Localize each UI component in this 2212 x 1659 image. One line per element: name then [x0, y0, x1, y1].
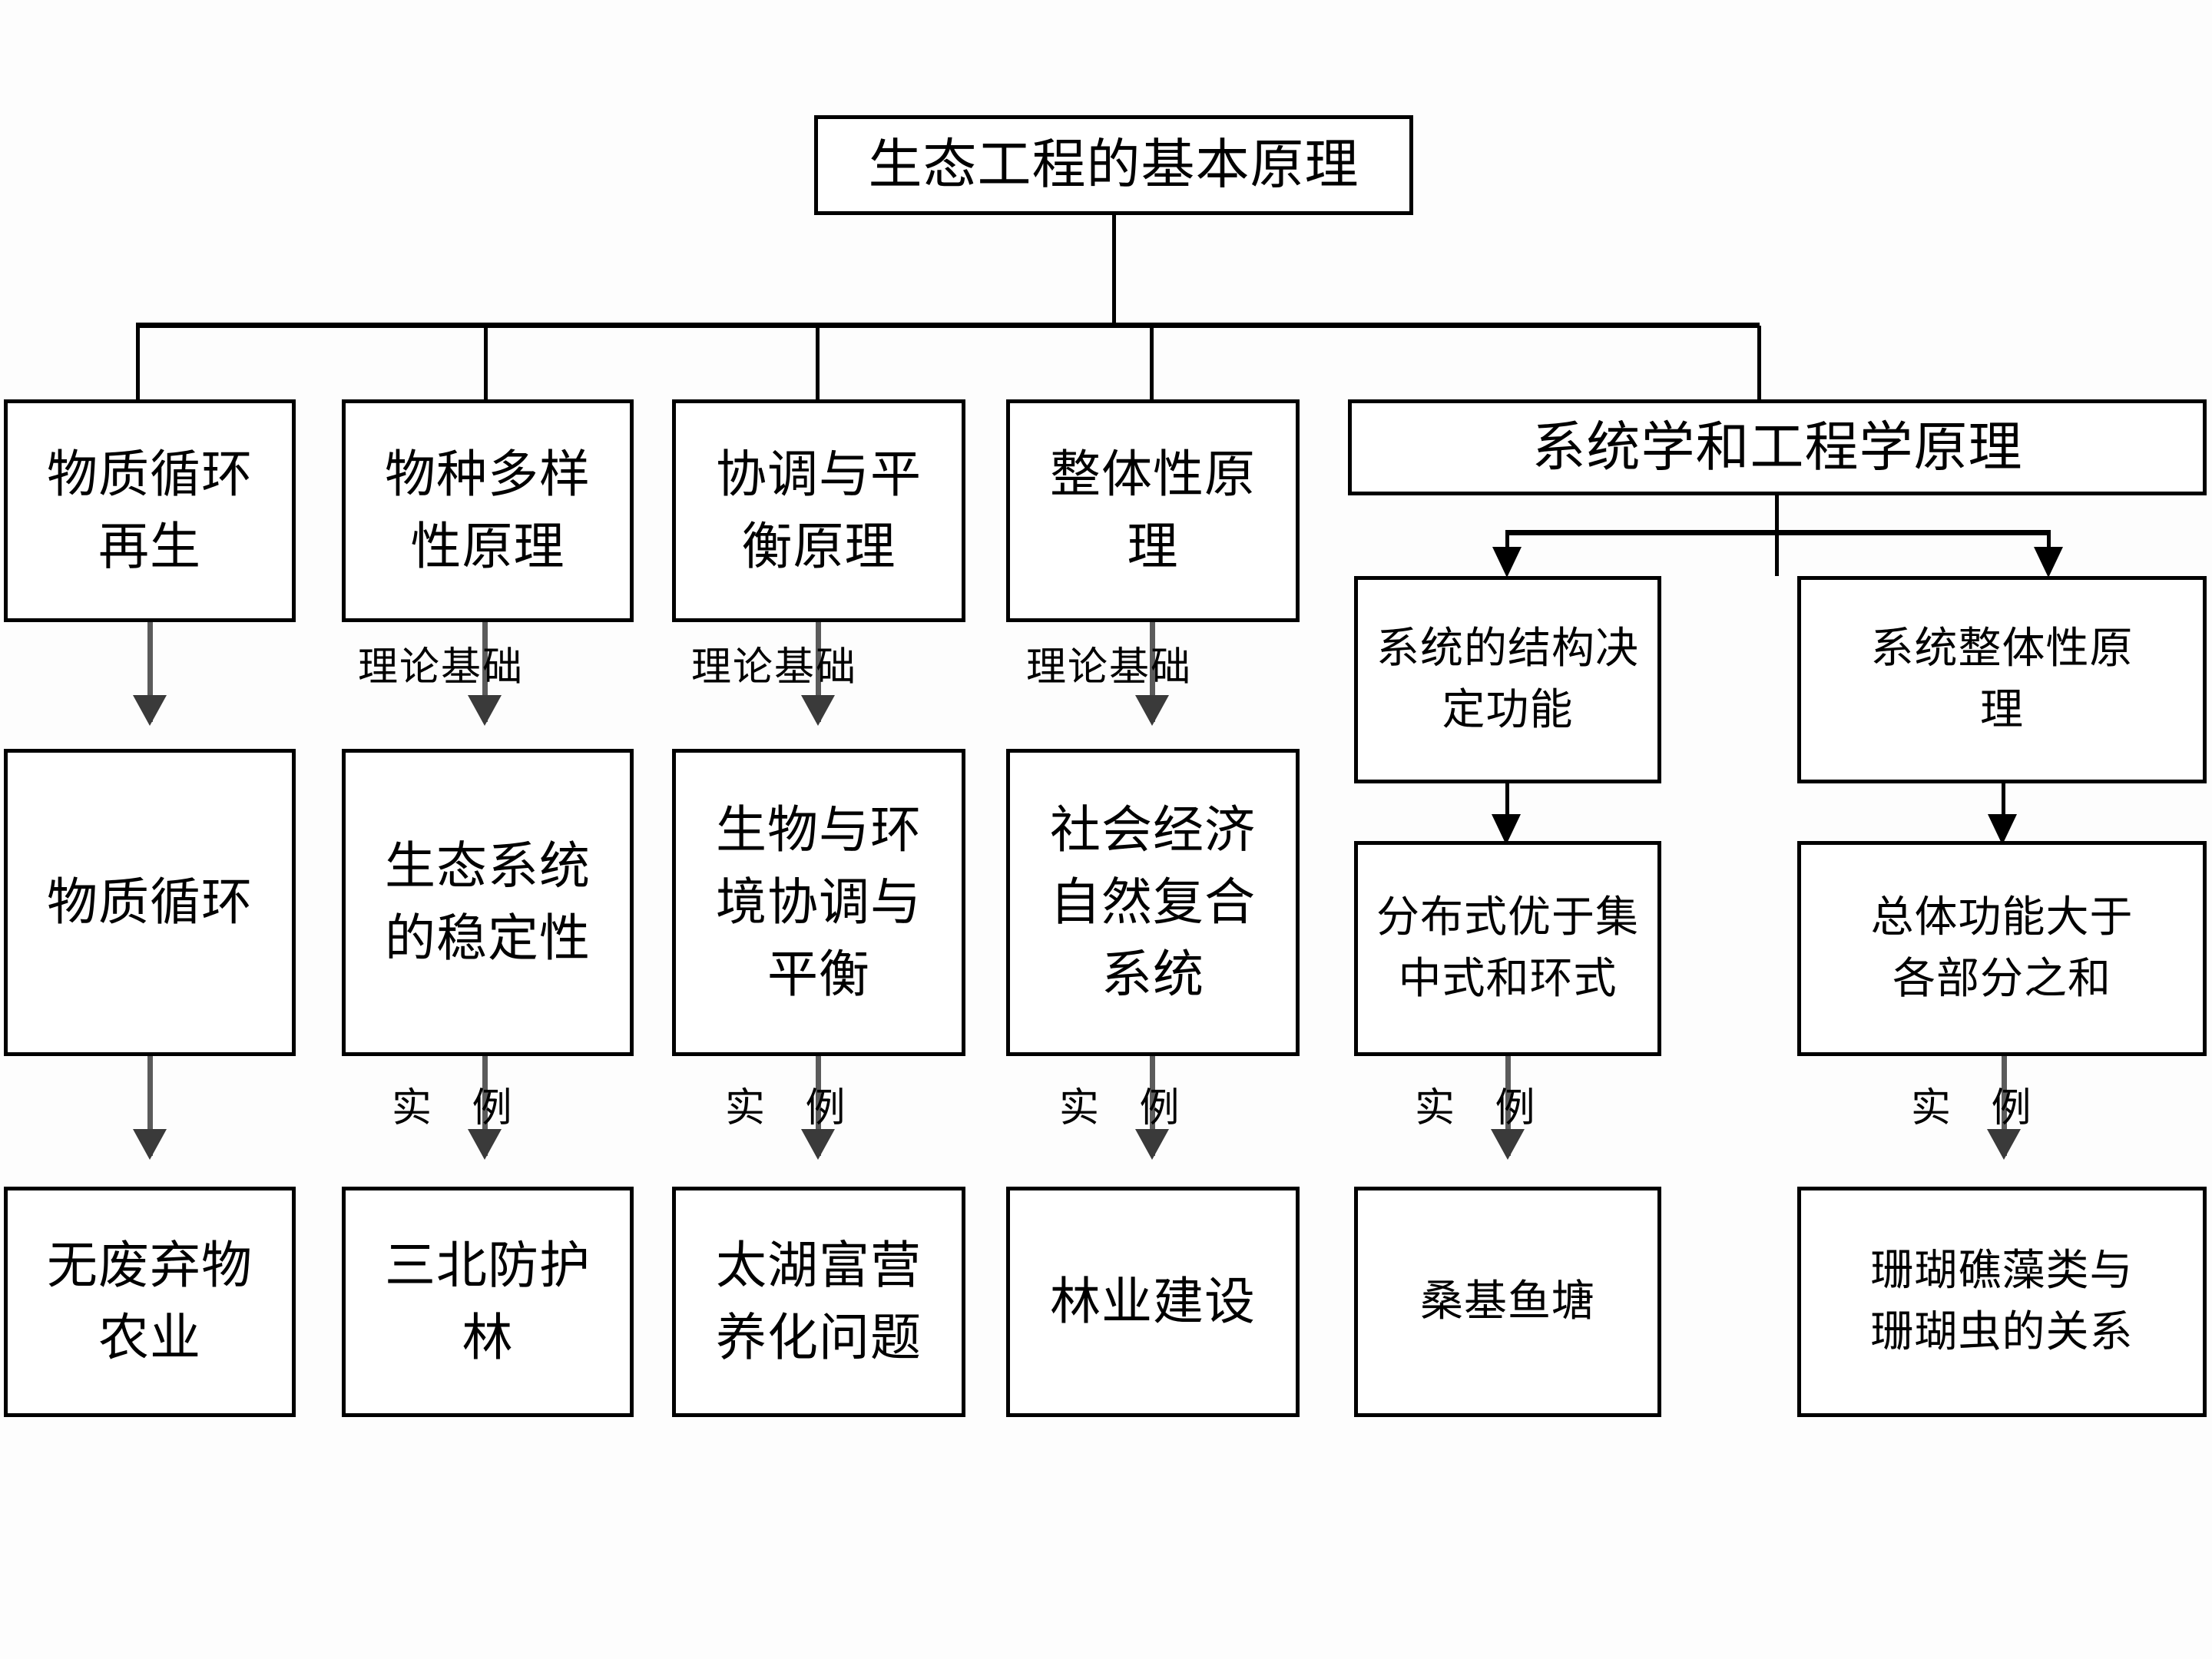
theory-label-4: 社会经济 自然复合 系统 [1050, 800, 1256, 1004]
branch-connector-3 [816, 326, 820, 452]
branch-connector-2 [484, 326, 488, 452]
edge-label-theory-basis-2: 理论基础 [358, 644, 525, 690]
example-node-4[interactable]: 林业建设 [1006, 1187, 1300, 1417]
theory-node-5[interactable]: 分布式优于集 中式和环式 [1354, 841, 1661, 1056]
theory-label-2: 生态系统 的稳定性 [385, 836, 591, 968]
theory-node-4[interactable]: 社会经济 自然复合 系统 [1006, 749, 1300, 1056]
systems-stem-connector [1775, 495, 1779, 576]
edge-label-theory-basis-4: 理论基础 [1026, 644, 1193, 690]
theory-arrow-1 [133, 695, 167, 726]
root-stem-connector [1112, 215, 1116, 326]
mechanism-connector-5 [1505, 783, 1509, 837]
principle-label-2: 物种多样 性原理 [385, 445, 591, 576]
edge-label-theory-basis-3: 理论基础 [691, 644, 858, 690]
systems-branch-arrow-right [2034, 547, 2063, 578]
example-node-6[interactable]: 珊瑚礁藻类与 珊瑚虫的关系 [1797, 1187, 2207, 1417]
sub-principle-label-2: 系统整体性原 理 [1870, 624, 2134, 735]
theory-node-2[interactable]: 生态系统 的稳定性 [342, 749, 634, 1056]
principle-node-3[interactable]: 协调与平 衡原理 [672, 399, 965, 622]
theory-label-1: 物质循环 [47, 873, 253, 932]
edge-label-example-3: 实 例 [725, 1085, 859, 1131]
mechanism-arrow-6 [1988, 814, 2017, 845]
theory-connector-4 [1150, 622, 1155, 722]
edge-label-example-6: 实 例 [1911, 1085, 2045, 1131]
theory-node-6[interactable]: 总体功能大于 各部分之和 [1797, 841, 2207, 1056]
example-label-5: 桑基鱼塘 [1420, 1277, 1595, 1327]
edge-label-example-2: 实 例 [392, 1085, 526, 1131]
principles-distribution-bar [136, 323, 1760, 328]
principle-node-2[interactable]: 物种多样 性原理 [342, 399, 634, 622]
example-connector-3 [816, 1056, 821, 1156]
example-label-4: 林业建设 [1050, 1272, 1256, 1332]
branch-connector-4 [1150, 326, 1154, 452]
example-arrow-1 [133, 1129, 167, 1160]
example-arrow-3 [801, 1129, 835, 1160]
principle-label-5: 系统学和工程学原理 [1532, 415, 2023, 478]
principle-label-4: 整体性原 理 [1050, 445, 1256, 576]
theory-node-1[interactable]: 物质循环 [4, 749, 296, 1056]
principle-node-4[interactable]: 整体性原 理 [1006, 399, 1300, 622]
theory-node-3[interactable]: 生物与环 境协调与 平衡 [672, 749, 965, 1056]
theory-label-6: 总体功能大于 各部分之和 [1870, 892, 2134, 1004]
example-connector-1 [147, 1056, 153, 1156]
branch-connector-1 [136, 326, 140, 452]
theory-connector-3 [816, 622, 821, 722]
theory-label-3: 生物与环 境协调与 平衡 [716, 800, 922, 1004]
theory-label-5: 分布式优于集 中式和环式 [1376, 892, 1639, 1004]
principle-node-1[interactable]: 物质循环 再生 [4, 399, 296, 622]
mechanism-arrow-5 [1492, 814, 1521, 845]
theory-arrow-4 [1135, 695, 1169, 726]
root-node-basic-principles[interactable]: 生态工程的基本原理 [814, 115, 1413, 215]
sub-principle-label-1: 系统的结构决 定功能 [1376, 624, 1639, 735]
example-connector-5 [1505, 1056, 1511, 1156]
example-arrow-6 [1987, 1129, 2021, 1160]
edge-label-example-5: 实 例 [1415, 1085, 1549, 1131]
example-label-6: 珊瑚礁藻类与 珊瑚虫的关系 [1870, 1246, 2134, 1357]
example-connector-6 [2002, 1056, 2007, 1156]
example-arrow-5 [1491, 1129, 1525, 1160]
theory-connector-2 [482, 622, 488, 722]
example-connector-4 [1150, 1056, 1155, 1156]
theory-connector-1 [147, 622, 153, 722]
sub-principle-node-1[interactable]: 系统的结构决 定功能 [1354, 576, 1661, 783]
systems-branch-arrow-left [1492, 547, 1522, 578]
root-node-label: 生态工程的基本原理 [868, 133, 1359, 197]
example-label-2: 三北防护 林 [385, 1236, 591, 1367]
principle-label-1: 物质循环 再生 [47, 445, 253, 576]
principle-label-3: 协调与平 衡原理 [716, 445, 922, 576]
mechanism-connector-6 [2002, 783, 2005, 837]
example-connector-2 [482, 1056, 488, 1156]
example-node-5[interactable]: 桑基鱼塘 [1354, 1187, 1661, 1417]
theory-arrow-3 [801, 695, 835, 726]
sub-principle-node-2[interactable]: 系统整体性原 理 [1797, 576, 2207, 783]
edge-label-example-4: 实 例 [1059, 1085, 1194, 1131]
example-arrow-4 [1135, 1129, 1169, 1160]
example-label-1: 无废弃物 农业 [47, 1236, 253, 1367]
example-arrow-2 [468, 1129, 502, 1160]
example-node-3[interactable]: 太湖富营 养化问题 [672, 1187, 965, 1417]
systems-split-bar [1505, 530, 2051, 535]
theory-arrow-2 [468, 695, 502, 726]
example-node-2[interactable]: 三北防护 林 [342, 1187, 634, 1417]
example-label-3: 太湖富营 养化问题 [716, 1236, 922, 1367]
example-node-1[interactable]: 无废弃物 农业 [4, 1187, 296, 1417]
principle-node-5-systems-engineering[interactable]: 系统学和工程学原理 [1348, 399, 2207, 495]
branch-connector-5 [1757, 326, 1761, 452]
